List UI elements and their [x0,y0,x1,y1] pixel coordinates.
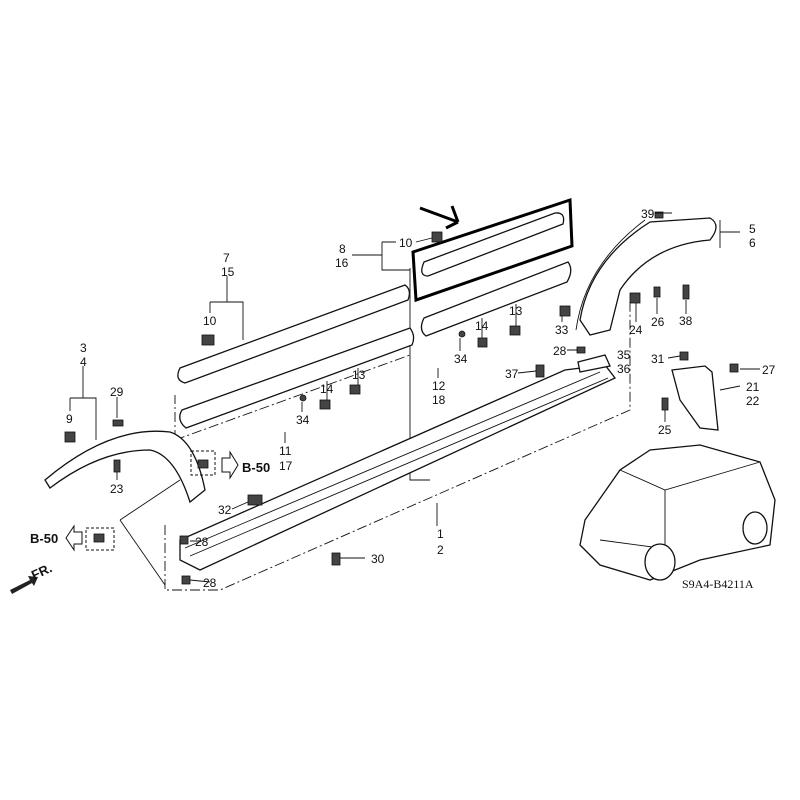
clip-14-icon [319,399,331,410]
callout-29: 29 [110,385,124,399]
callout-2: 2 [437,543,444,557]
clip-9-icon [64,431,76,443]
clip-10-icon [431,231,443,243]
screw-25-icon [661,397,669,411]
arrow-left-icon [65,524,83,552]
callout-15: 15 [221,265,235,279]
clip-37-icon [535,364,545,378]
callout-10-upper: 10 [399,236,413,250]
clip-28-icon [179,535,189,545]
arrow-right-icon [221,450,239,480]
front-arrow-icon [10,576,38,594]
callout-8: 8 [339,242,346,256]
side-sill-garnish [164,300,631,591]
highlight-box [411,197,574,303]
callout-39: 39 [641,207,655,221]
callout-18: 18 [432,393,446,407]
clip-b50-icon [197,459,209,469]
callout-14-right: 14 [475,319,489,333]
nut-27-icon [729,363,739,373]
pointer-arrow-icon [419,205,460,230]
callout-28-mid: 28 [553,344,567,358]
callout-23: 23 [110,482,124,496]
bracket-35-icon [577,354,611,373]
callout-32: 32 [218,503,232,517]
screw-23-icon [113,459,121,473]
callout-30: 30 [371,552,385,566]
callout-31: 31 [651,352,665,366]
screw-26-icon [653,286,661,298]
callout-9: 9 [66,412,73,426]
leader-lines [69,212,760,586]
callout-27: 27 [762,363,776,377]
vehicle-overview [579,444,776,581]
callout-33: 33 [555,323,569,337]
front-label: FR. [29,560,54,582]
callout-11: 11 [279,444,292,458]
ref-b50-left[interactable]: B-50 [30,531,58,546]
callout-28-lower: 28 [203,576,217,590]
ref-b50-right[interactable]: B-50 [242,460,270,475]
callout-5: 5 [749,222,756,236]
diagram-code: S9A4-B4211A [682,577,754,591]
callout-21: 21 [746,380,760,394]
screw-38-icon [682,284,690,300]
callout-35: 35 [617,348,631,362]
callout-16: 16 [335,256,349,270]
clip-b50-icon [93,533,105,543]
clip-28-icon [181,575,191,585]
clip-10-icon [201,334,215,346]
clip-29-icon [112,419,124,427]
clip-14-icon [477,337,488,348]
callout-25: 25 [658,423,672,437]
callout-17: 17 [279,459,293,473]
front-fender-flare [44,430,206,504]
callout-34-right: 34 [454,352,468,366]
callout-labels: 1 2 3 4 5 6 7 15 8 16 10 10 9 29 23 13 1… [29,207,776,591]
callout-26: 26 [651,315,665,329]
callout-4: 4 [80,355,87,369]
callout-7: 7 [223,251,230,265]
callout-34-left: 34 [296,413,310,427]
door-molding-upper-rear [409,212,572,481]
callout-3: 3 [80,341,87,355]
callout-12: 12 [432,379,446,393]
callout-10-lower: 10 [203,314,217,328]
callout-37: 37 [505,367,519,381]
callout-14-left: 14 [320,382,334,396]
callout-36: 36 [617,362,631,376]
clip-30-icon [331,552,341,566]
callout-28-upper: 28 [195,535,209,549]
clip-39-icon [654,211,664,219]
clip-28-icon [576,346,586,354]
callout-1: 1 [437,527,444,541]
callout-22: 22 [746,394,760,408]
nut-24-icon [629,292,641,304]
callout-38: 38 [679,314,693,328]
clip-31-icon [679,351,689,361]
door-molding-upper-front [174,284,415,441]
callout-24: 24 [629,323,643,337]
callout-13-left: 13 [352,368,366,382]
callout-6: 6 [749,236,756,250]
clip-13-icon [509,325,521,336]
clip-33-icon [559,305,571,317]
screw-34-icon [299,394,307,402]
rear-fender-flare [575,217,717,336]
clip-13-icon [349,384,361,395]
clip-32-icon [247,494,263,506]
screw-34-icon [458,330,466,338]
mud-flap [671,365,719,431]
callout-13-right: 13 [509,304,523,318]
